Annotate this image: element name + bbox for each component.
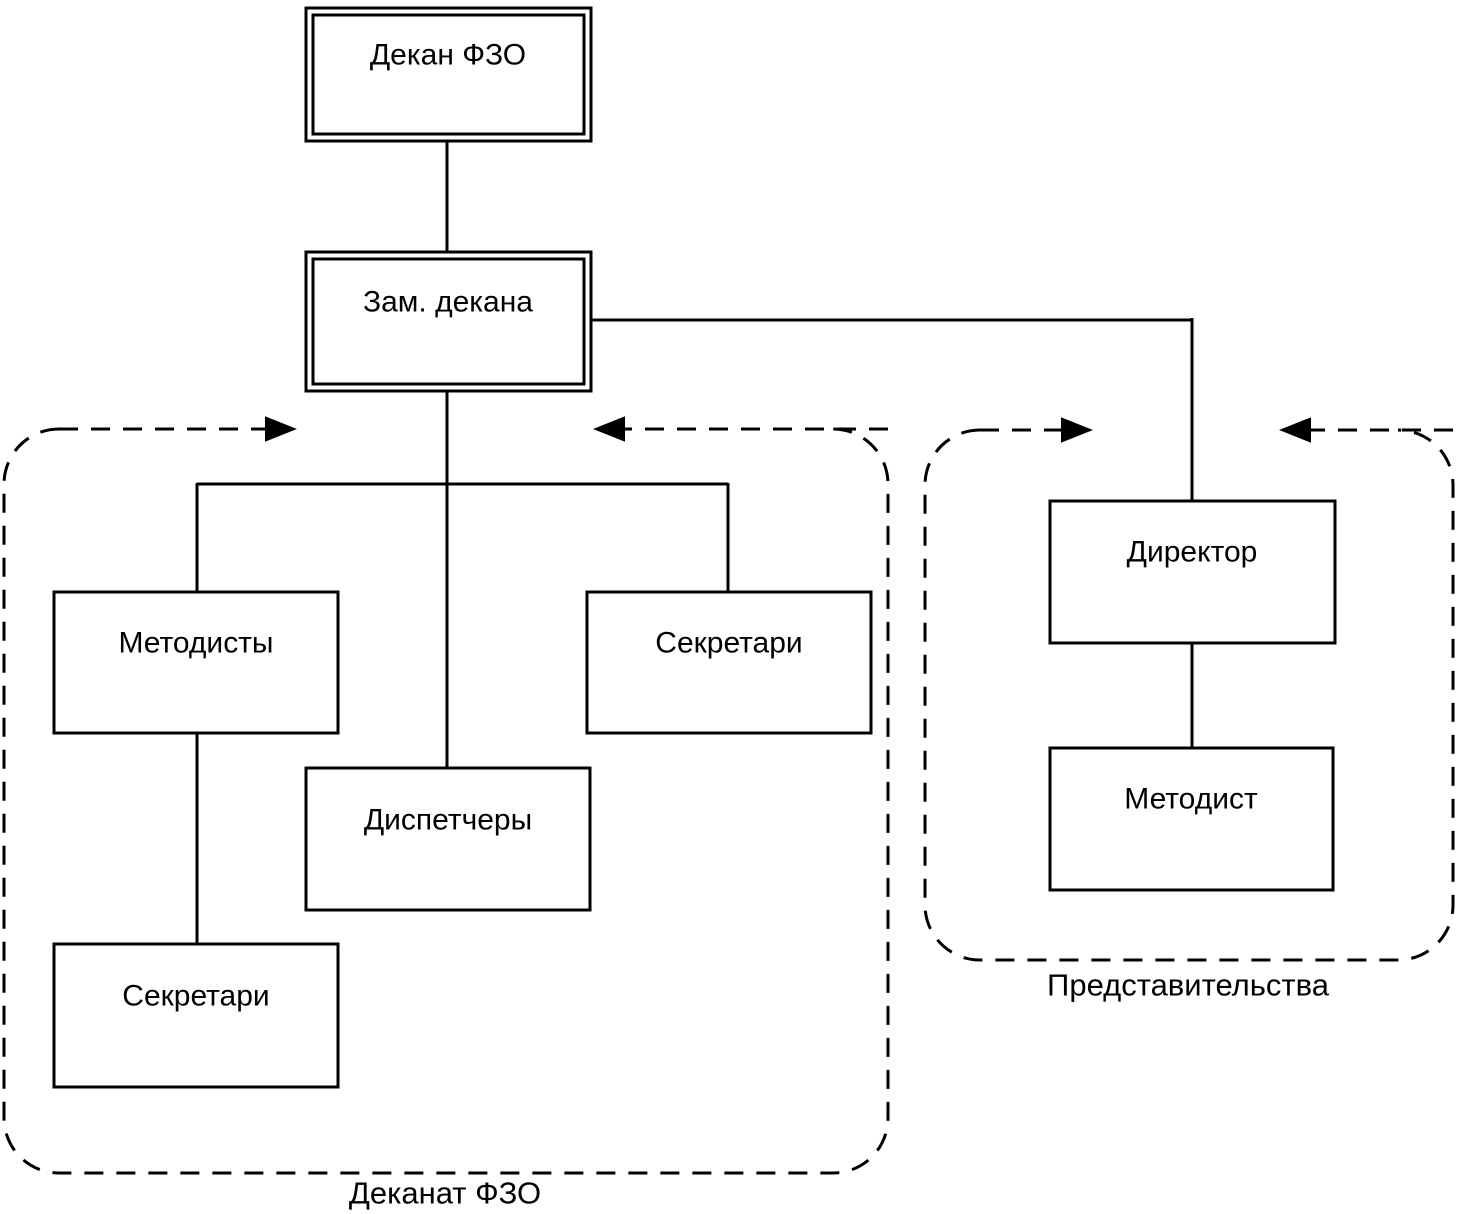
- node-methodists-label: Методисты: [118, 627, 273, 660]
- node-deputy-label: Зам. декана: [363, 286, 533, 319]
- node-methodist: Методист: [1048, 746, 1335, 892]
- group-dekanat-label: Деканат ФЗО: [349, 1176, 541, 1211]
- node-director: Директор: [1048, 499, 1337, 645]
- node-secretaries-top-label: Секретари: [655, 627, 802, 660]
- node-methodists: Методисты: [52, 590, 340, 735]
- node-dispatchers: Диспетчеры: [304, 766, 592, 912]
- node-dean-label: Декан ФЗО: [370, 39, 526, 72]
- node-dispatchers-label: Диспетчеры: [364, 804, 532, 837]
- group-dekanat-border: [2, 427, 890, 1175]
- node-director-label: Директор: [1127, 536, 1258, 569]
- node-dean: Декан ФЗО: [304, 6, 593, 143]
- node-secretaries-bottom-label: Секретари: [122, 980, 269, 1013]
- group-predstavitelstva-border: [923, 428, 1455, 962]
- node-secretaries-bottom: Секретари: [52, 942, 340, 1089]
- node-deputy: Зам. декана: [304, 250, 593, 393]
- node-methodist-label: Методист: [1124, 783, 1258, 816]
- node-secretaries-top: Секретари: [585, 590, 873, 735]
- group-predstavitelstva-label: Представительства: [1047, 968, 1330, 1003]
